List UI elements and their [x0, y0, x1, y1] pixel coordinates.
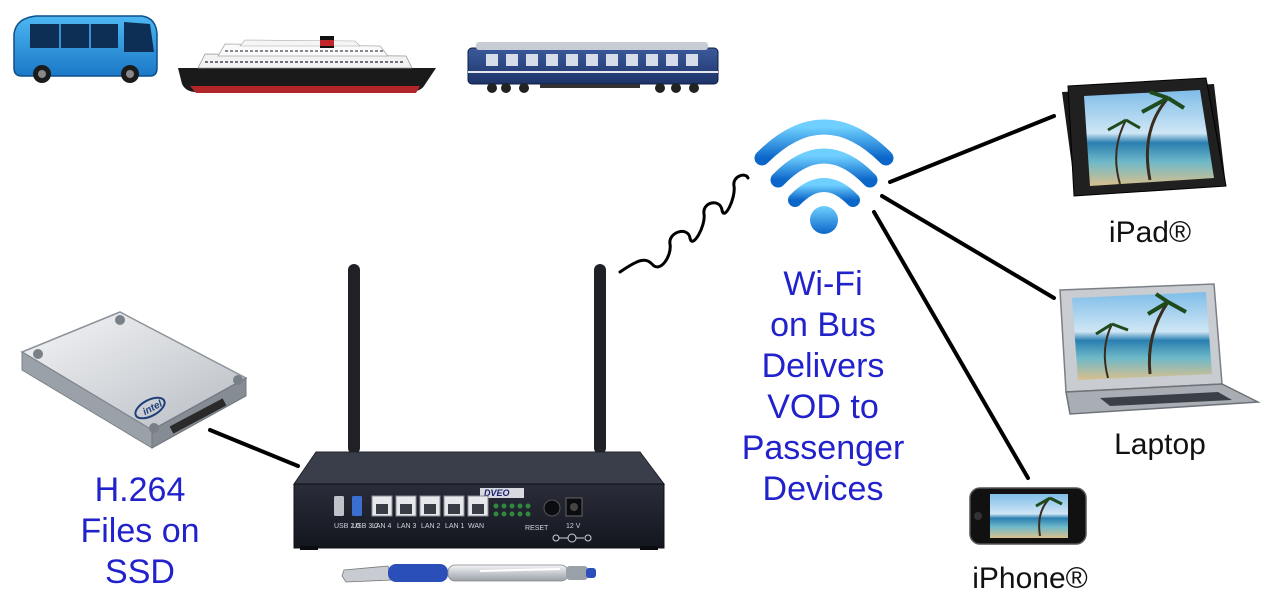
wifi-to-iphone-line: [872, 210, 1030, 480]
port-label-usb2: USB 2.0: [334, 523, 360, 530]
router-brand-label: DVEO: [484, 488, 510, 498]
port-label-lan2: LAN 2: [421, 523, 441, 530]
ssd-caption-line-1: H.264: [94, 471, 186, 509]
wifi-icon: [754, 119, 894, 234]
port-label-power: 12 V: [566, 523, 581, 530]
ssd-image: intel: [20, 311, 248, 449]
port-label-wan: WAN: [468, 523, 484, 530]
wifi-caption: Wi-Fi on Bus Delivers VOD to Passenger D…: [712, 264, 934, 510]
ssd-to-router-line: [208, 428, 300, 468]
ssd-caption-line-3: SSD: [105, 553, 175, 591]
wifi-caption-line-4: VOD to: [767, 388, 879, 426]
port-label-lan3: LAN 3: [397, 523, 417, 530]
wifi-to-laptop-line: [880, 194, 1056, 300]
laptop-label: Laptop: [1114, 428, 1206, 461]
wifi-caption-line-1: Wi-Fi: [783, 265, 863, 303]
wifi-to-ipad-line: [888, 114, 1056, 184]
train-image: [467, 42, 719, 93]
iphone-image: [969, 487, 1087, 545]
wifi-caption-line-5: Passenger: [741, 429, 905, 467]
ssd-caption: H.264 Files on SSD: [40, 470, 240, 593]
polarity-icon: [552, 533, 592, 543]
ssd-caption-line-2: Files on: [80, 512, 200, 550]
laptop-image: [1059, 283, 1261, 415]
right-antenna: [594, 264, 606, 454]
wireless-signal-squiggle: [618, 173, 750, 274]
wifi-caption-line-2: on Bus: [770, 306, 876, 344]
ipad-image: [1062, 77, 1227, 197]
wifi-caption-line-3: Delivers: [761, 347, 885, 385]
port-label-lan4: LAN 4: [372, 523, 392, 530]
port-label-usb3: USB 3.0: [352, 523, 378, 530]
bus-image: [13, 15, 158, 83]
router-image: DVEO USB 2.0 USB 3.0 LAN 4 LAN 3 LA: [293, 264, 665, 550]
iphone-label: iPhone®: [972, 562, 1088, 595]
port-label-lan1: LAN 1: [445, 523, 465, 530]
port-label-reset: RESET: [525, 525, 549, 532]
connection-lines: [208, 114, 1056, 480]
pen-image: [341, 564, 596, 583]
wifi-caption-line-6: Devices: [762, 470, 884, 508]
ipad-label: iPad®: [1108, 216, 1192, 249]
ship-image: [178, 36, 436, 93]
left-antenna: [348, 264, 360, 454]
